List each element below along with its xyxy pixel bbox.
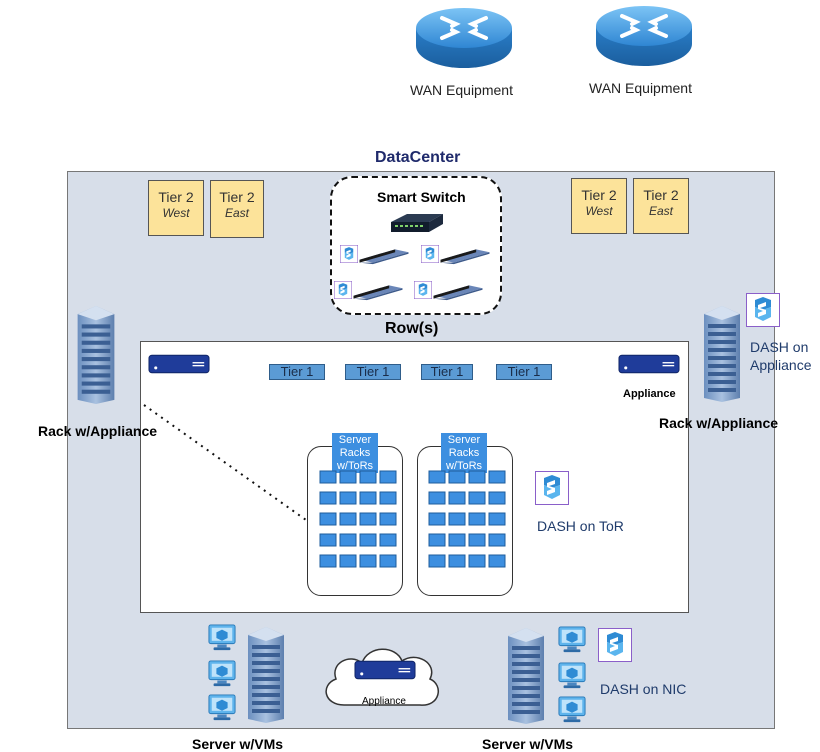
- rack-tower-icon: [72, 306, 120, 404]
- appliance-icon: [618, 354, 680, 374]
- server-vms-label: Server w/VMs: [192, 736, 284, 752]
- tier1-box: Tier 1: [421, 364, 473, 380]
- connector-dotted-line: [143, 404, 307, 521]
- dash-icon: [598, 627, 632, 663]
- server-rack-label: Server Racks w/ToRs: [441, 433, 487, 473]
- vm-icon: [558, 662, 586, 690]
- vm-icon: [558, 696, 586, 724]
- tier2-sub: East: [224, 206, 249, 220]
- dash-icon: [334, 281, 352, 299]
- cloud-appliance-label: Appliance: [362, 696, 406, 707]
- appliance-icon: [354, 660, 416, 680]
- tier2-west-box: Tier 2 West: [571, 178, 627, 234]
- blade-icon: [432, 282, 484, 302]
- tier2-title: Tier 2: [581, 187, 617, 203]
- tier2-title: Tier 2: [158, 189, 194, 205]
- vm-icon: [208, 624, 236, 652]
- appliance-icon: [148, 354, 210, 374]
- wan-equipment-label: WAN Equipment: [410, 82, 513, 98]
- wan-equipment-label: WAN Equipment: [589, 80, 692, 96]
- tier2-east-box: Tier 2 East: [633, 178, 689, 234]
- smart-switch-title: Smart Switch: [377, 189, 466, 205]
- blade-icon: [352, 282, 404, 302]
- dash-on-tor-label: DASH on ToR: [537, 518, 624, 534]
- blade-icon: [439, 246, 491, 266]
- vm-icon: [208, 694, 236, 722]
- dash-icon: [421, 245, 439, 263]
- server-rack-slots: [428, 470, 506, 568]
- server-vms-label: Server w/VMs: [482, 736, 574, 752]
- tier2-sub: West: [585, 204, 613, 218]
- blade-icon: [358, 246, 410, 266]
- rack-tower-icon: [699, 306, 745, 402]
- tier2-title: Tier 2: [643, 187, 679, 203]
- tier2-west-box: Tier 2 West: [148, 180, 204, 236]
- dash-icon: [340, 245, 358, 263]
- rows-container: [140, 341, 689, 613]
- switch-icon: [391, 214, 443, 232]
- rack-appliance-label: Rack w/Appliance: [659, 415, 779, 431]
- rack-appliance-label: Rack w/Appliance: [38, 423, 158, 439]
- rows-title: Row(s): [385, 320, 439, 337]
- vm-icon: [208, 660, 236, 688]
- dash-on-appliance-label: DASH on Appliance: [750, 339, 812, 373]
- server-tower-icon: [503, 628, 549, 724]
- router-icon: [594, 4, 694, 68]
- server-rack-slots: [319, 470, 397, 568]
- datacenter-title: DataCenter: [375, 149, 461, 166]
- tier1-box: Tier 1: [269, 364, 325, 380]
- tier1-box: Tier 1: [345, 364, 401, 380]
- tier2-title: Tier 2: [219, 189, 255, 205]
- router-icon: [414, 6, 514, 70]
- vm-icon: [558, 626, 586, 654]
- server-rack-label: Server Racks w/ToRs: [332, 433, 378, 473]
- dash-on-nic-label: DASH on NIC: [600, 681, 687, 697]
- appliance-label: Appliance: [623, 388, 676, 400]
- tier2-sub: West: [162, 206, 190, 220]
- dash-icon: [746, 292, 780, 328]
- dash-icon: [535, 471, 569, 505]
- tier2-sub: East: [648, 204, 673, 218]
- dash-icon: [414, 281, 432, 299]
- tier2-east-box: Tier 2 East: [210, 180, 264, 238]
- tier1-box: Tier 1: [496, 364, 552, 380]
- server-tower-icon: [243, 627, 289, 723]
